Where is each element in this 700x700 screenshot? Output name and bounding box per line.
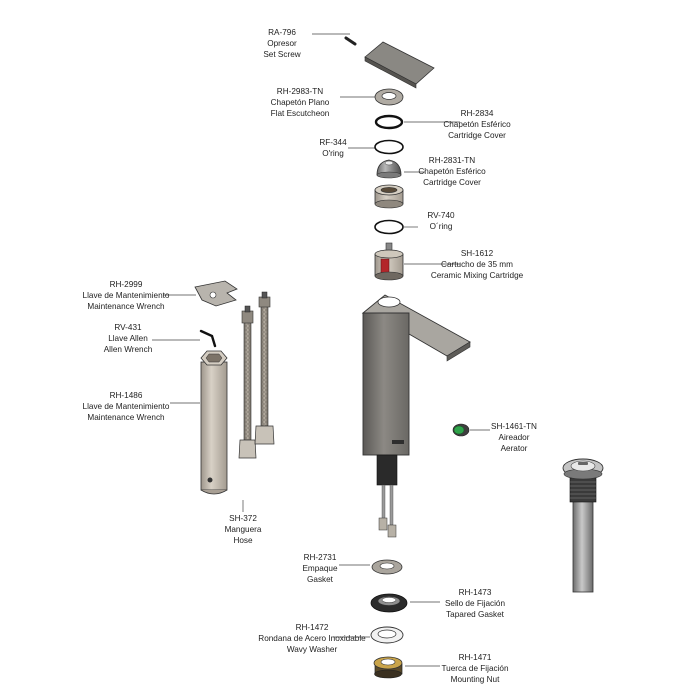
ceramic-cartridge-part [374, 242, 404, 281]
part-code: SH-1612 [460, 249, 494, 258]
part-name-en: Cartridge Cover [448, 131, 506, 140]
gasket-part [371, 559, 403, 575]
part-name-en: Flat Escutcheon [270, 109, 330, 118]
part-name-en: Hose [233, 536, 253, 545]
part-code: RF-344 [319, 138, 347, 147]
part-name-es: Manguera [224, 525, 262, 534]
lever-handle-part [364, 41, 435, 89]
part-name-en: Allen Wrench [103, 345, 153, 354]
hose-part [238, 291, 275, 459]
part-name-es: Cartucho de 35 mm [441, 260, 513, 269]
label-ra796: RA-796 Opresor Set Screw [252, 27, 312, 60]
spherical-cover-part [376, 159, 402, 179]
rv740-oring-part [374, 219, 404, 235]
part-name-en: Maintenance Wrench [87, 413, 165, 422]
leader-lines [152, 33, 490, 667]
label-rv431: RV-431 Llave Allen Allen Wrench [96, 322, 160, 355]
allen-wrench-part [199, 329, 217, 348]
label-rf344: RF-344 O'ring [308, 137, 358, 159]
part-name-es: Chapetón Esférico [418, 167, 486, 176]
tapered-gasket-part [370, 593, 408, 613]
tube-maintenance-wrench-part [200, 350, 228, 495]
part-code: RH-1486 [109, 391, 143, 400]
part-name-es: Llave de Mantenimiento [82, 402, 170, 411]
part-name-en: Aerator [500, 444, 528, 453]
part-name-en: Set Screw [263, 50, 301, 59]
part-name-es: Tuerca de Fijación [441, 664, 509, 673]
part-code: RV-740 [427, 211, 455, 220]
part-code: RH-1472 [295, 623, 329, 632]
part-code: RH-1473 [458, 588, 492, 597]
label-rh2834: RH-2834 Chapetón Esférico Cartridge Cove… [412, 108, 542, 141]
label-sh1461: SH-1461-TN Aireador Aerator [484, 421, 544, 454]
part-code: RH-2834 [460, 109, 494, 118]
label-sh372: SH-372 Manguera Hose [218, 513, 268, 546]
part-name-es: Llave de Mantenimiento [82, 291, 170, 300]
part-name-es: Chapetón Esférico [443, 120, 511, 129]
popup-drain-part [562, 458, 604, 593]
mounting-nut-part [373, 656, 403, 679]
faucet-body-part [361, 294, 471, 538]
part-name-es: Sello de Fijación [444, 599, 506, 608]
part-name-es: Rondana de Acero Inoxidable [258, 634, 366, 643]
part-code: RH-1471 [458, 653, 492, 662]
part-code: RA-796 [268, 28, 296, 37]
part-code: RH-2831-TN [428, 156, 476, 165]
part-code: RV-431 [114, 323, 142, 332]
wavy-washer-part [370, 626, 404, 644]
rf344-oring-part [374, 139, 404, 155]
part-name-es: Llave Allen [108, 334, 148, 343]
label-rh2999: RH-2999 Llave de Mantenimiento Maintenan… [76, 279, 176, 312]
cartridge-cover-oring-part [374, 114, 404, 130]
part-name-es: O'ring [322, 149, 344, 158]
part-name-en: Cartridge Cover [423, 178, 481, 187]
part-name-es: Aireador [498, 433, 530, 442]
part-name-en: Mounting Nut [450, 675, 500, 684]
part-name-es: Chapetón Plano [270, 98, 330, 107]
label-rh2731: RH-2731 Empaque Gasket [295, 552, 345, 585]
part-name-en: Tapared Gasket [446, 610, 504, 619]
label-rh1472: RH-1472 Rondana de Acero Inoxidable Wavy… [253, 622, 371, 655]
part-code: SH-1461-TN [491, 422, 537, 431]
set-screw-part [344, 36, 357, 46]
part-code: RH-2731 [303, 553, 337, 562]
label-rh2831: RH-2831-TN Chapetón Esférico Cartridge C… [412, 155, 492, 188]
label-rh1473: RH-1473 Sello de Fijación Tapared Gasket [432, 587, 518, 620]
part-name-en: Gasket [307, 575, 333, 584]
flat-maintenance-wrench-part [194, 280, 238, 307]
label-sh1612: SH-1612 Cartucho de 35 mm Ceramic Mixing… [422, 248, 532, 281]
part-name-en: Wavy Washer [286, 645, 338, 654]
part-name-es: O´ring [429, 222, 453, 231]
part-name-es: Opresor [267, 39, 297, 48]
part-name-en: Ceramic Mixing Cartridge [430, 271, 524, 280]
label-rh1486: RH-1486 Llave de Mantenimiento Maintenan… [76, 390, 176, 423]
label-rh2983: RH-2983-TN Chapetón Plano Flat Escutcheo… [260, 86, 340, 119]
aerator-part [452, 423, 470, 437]
label-rh1471: RH-1471 Tuerca de Fijación Mounting Nut [432, 652, 518, 685]
cartridge-nut-part [374, 184, 404, 209]
flat-escutcheon-part [374, 88, 404, 106]
part-name-es: Empaque [302, 564, 338, 573]
part-code: RH-2999 [109, 280, 143, 289]
label-rv740: RV-740 O´ring [416, 210, 466, 232]
part-code: RH-2983-TN [276, 87, 324, 96]
part-code: SH-372 [229, 514, 257, 523]
part-name-en: Maintenance Wrench [87, 302, 165, 311]
